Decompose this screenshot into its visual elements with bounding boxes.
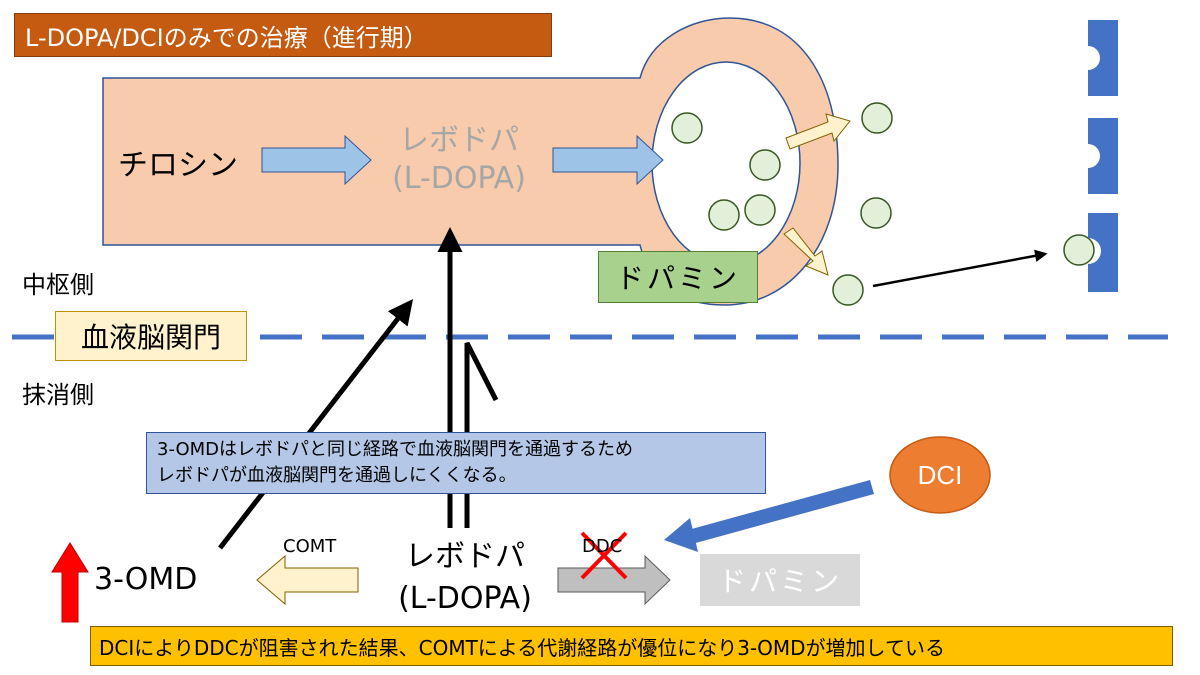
release-arrow-icon [785,113,851,150]
central-arrows [261,134,664,186]
up-arrow-icon [51,542,89,623]
receptor-icon [1088,213,1118,292]
central-ldopa-line1: レボドパ [399,123,519,158]
release-arrow-icon [783,227,829,276]
central-ldopa-line2: (L-DOPA) [392,161,526,196]
vesicle-group [671,102,1095,306]
conclusion-box: DCIによりDDCが阻害された結果、COMTによる代謝経路が優位になり3-OMD… [90,626,1173,666]
omd-label: 3-OMD [94,562,198,597]
dci-ellipse [889,436,991,514]
note-line2: レボドパが血液脳関門を通過しにくくなる。 [157,465,517,486]
page-title: L-DOPA/DCIのみでの治療（進行期） [14,13,552,57]
dopamine-central-box: ドパミン [598,251,758,303]
ddc-label: DDC [582,536,623,557]
dopamine-peripheral-box: ドパミン [700,554,860,606]
comt-arrow-icon [256,554,359,606]
receptor-icon [1088,118,1118,194]
ddc-arrow-icon [557,554,671,606]
omd-transport-arrow [218,299,414,550]
blue-arrow-icon [552,134,664,186]
receptor-icon [1088,20,1118,96]
cross-icon [580,531,628,580]
peripheral-ldopa-line2: (L-DOPA) [398,581,532,616]
dci-label: DCI [918,460,963,490]
tyrosine-label: チロシン [118,148,238,183]
release-arrows [783,113,851,276]
bbb-label: 血液脳関門 [55,311,247,361]
blue-arrow-icon [261,134,372,186]
comt-label: COMT [283,536,337,557]
dci-arrow-shaft [688,480,874,544]
vesicle-icon [708,199,740,231]
vesicle-icon [861,102,893,134]
note-line1: 3-OMDはレボドパと同じ経路で血液脳関門を通過するため [157,439,634,460]
central-side-label: 中枢側 [22,271,94,299]
transport-arrows [218,227,499,550]
vesicle-icon [744,194,776,226]
central-ldopa-label: レボドパ (L-DOPA) [384,122,534,198]
note-box: 3-OMDはレボドパと同じ経路で血液脳関門を通過するため レボドパが血液脳関門を… [146,432,766,494]
vesicle-icon [671,112,703,144]
vesicle-icon [832,274,864,306]
dci-arrow-head [664,518,698,552]
vesicle-icon [1063,234,1095,266]
vesicle-icon [860,197,892,229]
peripheral-ldopa-line1: レボドパ [405,539,525,574]
binding-arrow [872,249,1048,288]
peripheral-ldopa-label: レボドパ (L-DOPA) [375,536,555,620]
receptor-group [1088,20,1118,292]
peripheral-side-label: 抹消側 [22,381,94,409]
vesicle-icon [749,149,781,181]
